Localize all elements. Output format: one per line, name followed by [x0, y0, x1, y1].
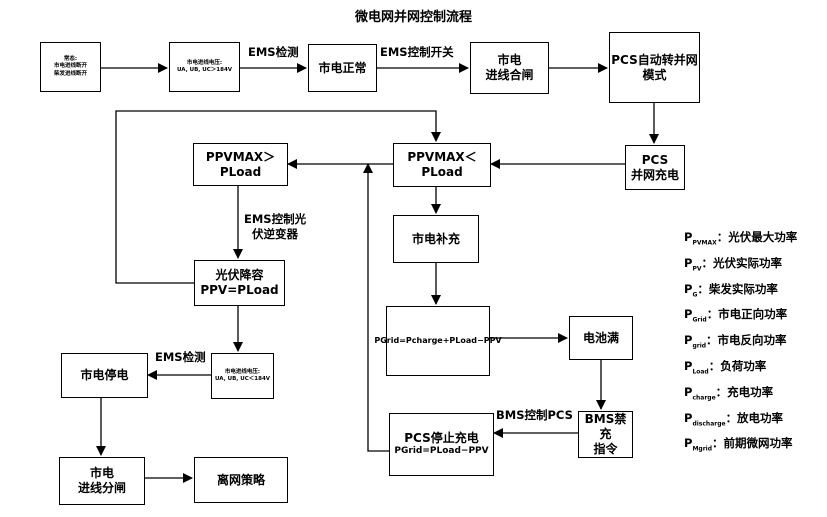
ems-pv-inverter-line: 伏逆变器: [252, 226, 299, 241]
grid-supplement-box: 市电补充: [393, 215, 479, 263]
ems-switch-label: EMS控制开关: [380, 45, 454, 59]
legend-description: ：负荷功率: [708, 359, 767, 373]
pv-derate-line: PPV=PLoad: [200, 283, 279, 297]
legend-symbol: P: [684, 410, 693, 425]
legend-subscript: PV: [692, 265, 702, 273]
voltage-check-line: UA, UB, UC＞184V: [176, 67, 233, 73]
legend-symbol: P: [684, 255, 693, 270]
normal-state-line: 柴发进线断开: [53, 70, 87, 77]
ems-pv-inverter-label: EMS控制光 伏逆变器: [244, 212, 306, 242]
compare-gt-label: PPVMAX＞PLoad: [205, 149, 276, 179]
pcs-charge-line: PCS: [641, 152, 669, 167]
legend-description: ：市电正向功率: [706, 307, 788, 322]
legend-subscript: PVMAX: [692, 239, 717, 247]
grid-open-line: 进线分闸: [77, 481, 126, 495]
legend-item: PG：柴发实际功率: [684, 281, 778, 298]
legend-description: ：光伏实际功率: [701, 255, 782, 270]
legend-item: Pcharge：充电功率: [684, 384, 773, 401]
legend-subscript: discharge: [692, 419, 726, 427]
grid-normal-label: 市电正常: [318, 60, 367, 75]
pcs-charge-line: 并网充电: [630, 167, 679, 182]
legend-symbol: P: [684, 281, 693, 296]
legend-symbol: P: [684, 333, 693, 348]
grid-open-line: 市电: [89, 466, 114, 480]
pv-derate-box: 光伏降容 PPV=PLoad: [194, 260, 285, 306]
legend-description: ：充电功率: [715, 384, 774, 399]
legend-description: ：柴发实际功率: [697, 281, 778, 296]
voltage-low-check-box: 市电进线电压: UA, UB, UC＜184V: [211, 353, 274, 399]
pcs-stop-charge-box: PCS停止充电 PGrid=PLoad−PPV: [389, 413, 494, 476]
battery-full-box: 电池满: [569, 316, 633, 360]
grid-outage-box: 市电停电: [61, 353, 148, 398]
pv-greater-than-load-box: PPVMAX＞PLoad: [193, 143, 288, 186]
normal-state-line: 常态:: [63, 56, 78, 63]
legend-subscript: Mgrid: [692, 445, 713, 453]
compare-lt-label: PPVMAX＜PLoad: [407, 150, 477, 179]
grid-close-line: 市电: [497, 53, 522, 67]
grid-close-box: 市电 进线合闸: [470, 42, 549, 94]
pcs-auto-line: PCS自动转并网: [611, 52, 698, 67]
legend-item: PLoad：负荷功率: [684, 358, 766, 375]
grid-power-formula-box: PGrid=Pcharge+PLoad−PPV: [374, 306, 502, 376]
ems-detect-label: EMS检测: [248, 45, 299, 59]
legend-symbol: P: [684, 307, 693, 322]
legend-item: Pdischarge：放电功率: [684, 410, 783, 427]
grid-close-line: 进线合闸: [485, 68, 534, 82]
grid-normal-box: 市电正常: [308, 44, 377, 92]
offgrid-label: 离网策略: [216, 472, 265, 487]
grid-supplement-label: 市电补充: [411, 231, 460, 246]
legend-subscript: grid: [692, 342, 707, 350]
legend-symbol: P: [684, 359, 693, 373]
legend-symbol: P: [684, 384, 693, 399]
legend-subscript: charge: [692, 394, 716, 402]
pcs-grid-charge-box: PCS 并网充电: [625, 145, 685, 190]
bms-charge-inhibit-box: BMS禁充 指令: [578, 411, 633, 458]
diagram-title: 微电网并网控制流程: [354, 10, 472, 25]
battery-full-label: 电池满: [582, 330, 619, 345]
legend-description: ：光伏最大功率: [716, 230, 798, 244]
legend-subscript: Load: [692, 368, 709, 376]
normal-state-box: 常态: 市电进线断开 柴发进线断开: [40, 42, 101, 92]
legend-description: ：放电功率: [725, 410, 784, 425]
ems-detect-outage-label: EMS检测: [155, 350, 206, 364]
voltage-high-check-box: 市电进线电压: UA, UB, UC＞184V: [169, 42, 240, 92]
pcs-stop-line: PGrid=PLoad−PPV: [394, 446, 489, 457]
legend-item: PPV：光伏实际功率: [684, 255, 782, 272]
legend-subscript: G: [692, 290, 698, 298]
legend-symbol: P: [684, 436, 693, 451]
pcs-auto-line: 模式: [642, 67, 667, 82]
grid-open-box: 市电 进线分闸: [59, 457, 145, 505]
pcs-stop-line: PCS停止充电: [404, 431, 479, 446]
pv-less-than-load-box: PPVMAX＜PLoad: [393, 143, 491, 187]
legend-item: PMgrid：前期微网功率: [684, 435, 793, 452]
legend-description: ：前期微网功率: [712, 436, 793, 451]
legend-item: PPVMAX：光伏最大功率: [684, 229, 797, 246]
voltage-check-line: UA, UB, UC＜184V: [214, 376, 271, 382]
legend-item: PGrid：市电正向功率: [684, 306, 787, 323]
legend-description: ：市电反向功率: [706, 333, 787, 348]
legend-subscript: Grid: [692, 316, 707, 324]
grid-formula-label: PGrid=Pcharge+PLoad−PPV: [374, 336, 502, 345]
pcs-auto-grid-mode-box: PCS自动转并网 模式: [609, 32, 700, 103]
grid-outage-label: 市电停电: [80, 368, 129, 382]
voltage-check-line: 市电进线电压:: [186, 59, 223, 66]
bms-inhibit-line: BMS禁充: [584, 412, 627, 441]
bms-inhibit-line: 指令: [593, 442, 618, 456]
normal-state-line: 市电进线断开: [53, 63, 87, 70]
voltage-check-line: 市电进线电压:: [224, 368, 261, 375]
legend-item: Pgrid：市电反向功率: [684, 332, 787, 349]
ems-pv-inverter-line: EMS控制光: [244, 212, 307, 226]
bms-control-pcs-label: BMS控制PCS: [496, 408, 573, 422]
pv-derate-line: 光伏降容: [215, 268, 264, 282]
offgrid-strategy-box: 离网策略: [194, 457, 288, 503]
legend-symbol: P: [684, 230, 693, 244]
